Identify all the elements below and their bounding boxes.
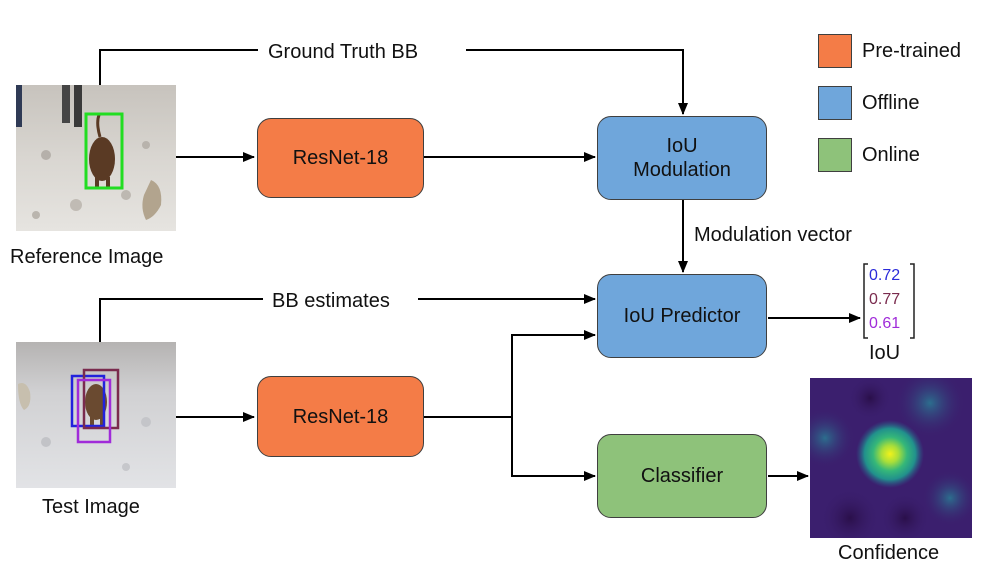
legend-swatch-online	[818, 138, 852, 172]
iou-modulation-label-line1: IoU	[666, 135, 698, 157]
iou-predictor-label: IoU Predictor	[623, 305, 741, 327]
iou-modulation-block: IoU Modulation	[597, 116, 767, 200]
reference-image-art	[16, 85, 176, 231]
legend-swatch-pretrained	[818, 34, 852, 68]
classifier-block: Classifier	[597, 434, 767, 518]
classifier-label: Classifier	[640, 465, 724, 487]
legend-label-offline: Offline	[862, 92, 920, 114]
iou-value-3: 0.61	[869, 315, 901, 332]
iou-value-1: 0.72	[869, 267, 901, 284]
iou-value-2: 0.77	[869, 291, 901, 308]
reference-image	[16, 85, 176, 231]
iou-predictor-block: IoU Predictor	[597, 274, 767, 358]
branch-to-predictor-arrow	[511, 330, 596, 417]
resnet-block-reference: ResNet-18	[257, 118, 424, 198]
modulation-vector-label: Modulation vector	[694, 224, 852, 246]
resnet-block-test-label: ResNet-18	[292, 405, 389, 428]
legend-swatch-offline	[818, 86, 852, 120]
bb-estimate-box-1	[70, 374, 106, 428]
confidence-heatmap	[810, 378, 972, 538]
ground-truth-box	[84, 112, 124, 190]
resnet-block-test: ResNet-18	[257, 376, 424, 457]
bb-estimates-label: BB estimates	[272, 290, 390, 312]
test-image	[16, 342, 176, 488]
legend-label-pretrained: Pre-trained	[862, 40, 961, 62]
bb-estimate-box-2	[82, 368, 120, 430]
confidence-label: Confidence	[838, 542, 940, 564]
ground-truth-arrow	[466, 49, 688, 115]
branch-to-classifier-arrow	[511, 417, 596, 481]
test-image-art	[16, 342, 176, 488]
bb-estimate-box-3	[76, 378, 112, 444]
test-image-label: Test Image	[42, 496, 140, 518]
iou-vector-brackets	[863, 263, 915, 339]
ground-truth-label: Ground Truth BB	[268, 41, 419, 63]
iou-label: IoU	[869, 342, 901, 364]
iou-modulation-label-line2: Modulation	[633, 159, 731, 181]
legend-label-online: Online	[862, 144, 920, 166]
reference-image-label: Reference Image	[10, 246, 164, 268]
resnet-block-reference-label: ResNet-18	[292, 147, 389, 169]
